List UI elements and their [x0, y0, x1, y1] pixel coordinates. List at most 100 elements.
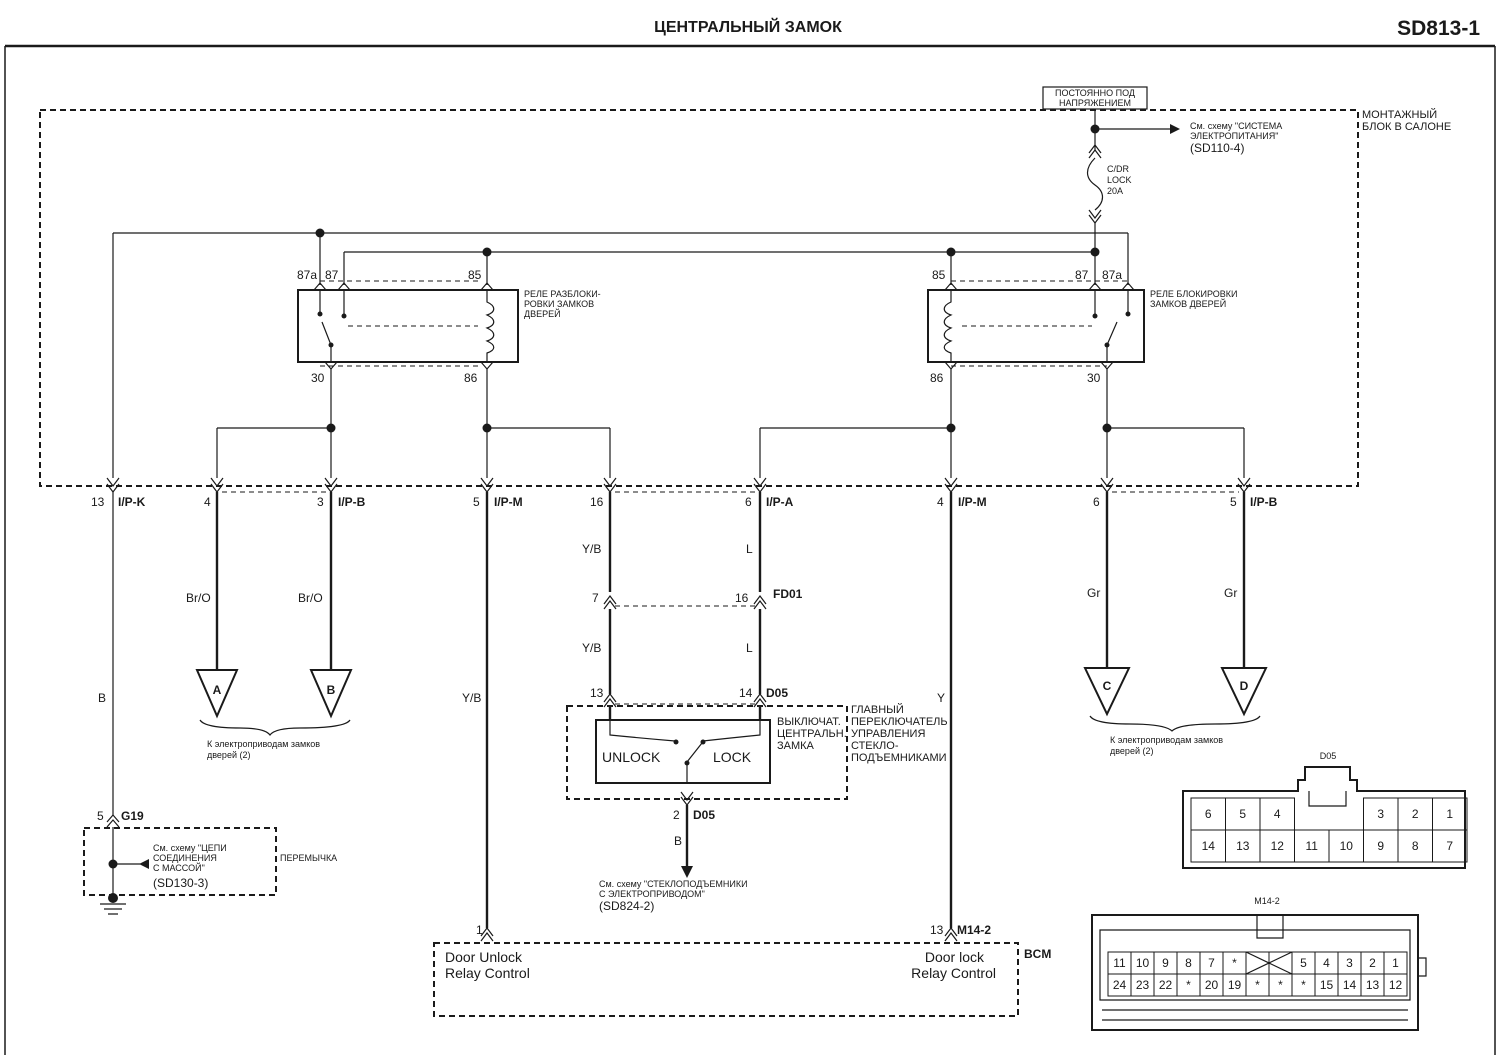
d05-face-pin-label: 2 — [1412, 807, 1419, 821]
m14-face-pin-label: 11 — [1113, 956, 1126, 970]
switch-lock-label: LOCK — [713, 749, 752, 765]
wire-color-c: Gr — [1087, 586, 1100, 600]
connector-pin-6-ipa: 6 — [745, 495, 752, 509]
d05-name-top: D05 — [766, 686, 788, 700]
m14-face-pin-label: 8 — [1185, 956, 1192, 970]
switch-title: ВЫКЛЮЧАТ.ЦЕНТРАЛЬН.ЗАМКА — [777, 716, 847, 752]
wire-color-ground-b: B — [98, 691, 106, 705]
jumper-outline — [83, 827, 277, 896]
d05-face-latch — [1308, 791, 1347, 807]
m14-face-pin-label: 22 — [1159, 978, 1173, 992]
m14-face-blank-cross-icon — [1245, 951, 1293, 975]
actuator-d-label: D — [1240, 679, 1249, 693]
m14-face-pin-label: 24 — [1113, 978, 1127, 992]
lock-relay-pin-chevrons-icon — [944, 282, 1135, 370]
bcm-pin-13: 13 — [930, 923, 944, 937]
bcm-pin-1: 1 — [476, 923, 483, 937]
wire-color-l-upper: L — [746, 542, 753, 556]
actuator-a-icon — [195, 669, 239, 719]
actuator-d-icon — [1220, 667, 1268, 717]
d05-face-pin-label: 5 — [1239, 807, 1246, 821]
d05-face-pin-label: 8 — [1412, 839, 1419, 853]
m14-face-pin-label: 5 — [1300, 956, 1307, 970]
d05-face-pin-label: 1 — [1446, 807, 1453, 821]
junction-box-outline — [39, 109, 1359, 487]
unlock-relay-contact-dot-c — [328, 342, 334, 348]
fd01-chevrons-icon — [603, 595, 767, 610]
wire-color-a: Br/O — [186, 591, 211, 605]
actuator-b-icon — [309, 669, 353, 719]
d05-face-pin-label: 11 — [1306, 839, 1319, 853]
m14-face-pin-label: 1 — [1392, 956, 1399, 970]
ground-ref-arrow-icon — [139, 859, 149, 869]
connector-name-ipm-left: I/P-M — [494, 495, 523, 509]
m14-face-pin-label: 9 — [1162, 956, 1169, 970]
d05-face-pin-label: 3 — [1377, 807, 1384, 821]
fuse-symbol-icon — [1086, 157, 1104, 211]
door-lock-switch-box — [595, 719, 771, 784]
d05-face-cell — [1432, 829, 1468, 863]
jumper-label: ПЕРЕМЫЧКА — [280, 853, 337, 863]
unlock-relay-pin-30: 30 — [311, 371, 325, 385]
m14-face-pin-label: 10 — [1136, 956, 1150, 970]
m14-face-pin-label: * — [1255, 978, 1260, 992]
unlock-relay-coil-icon — [485, 290, 495, 362]
lock-relay-contact-dot-b — [1125, 311, 1131, 317]
lock-relay-internals-icon — [951, 280, 1128, 367]
actuator-a-label: A — [213, 683, 222, 697]
d05-face-pin-label: 9 — [1377, 839, 1384, 853]
m14-face-latch — [1256, 915, 1427, 977]
m14-face-pin-label: 7 — [1208, 956, 1215, 970]
connector-pin-3-ipb: 3 — [317, 495, 324, 509]
connector-name-ipa: I/P-A — [766, 495, 794, 509]
d05-pin-2: 2 — [673, 808, 680, 822]
wire-color-window-ref: B — [674, 834, 682, 848]
d05-pin-13: 13 — [590, 686, 604, 700]
connector-pin-16-ipa: 16 — [590, 495, 604, 509]
connector-pin-4-ipb: 4 — [204, 495, 211, 509]
unlock-relay-box — [297, 289, 519, 363]
m14-face-cell — [1268, 951, 1293, 975]
m14-face-pin-label: 2 — [1369, 956, 1376, 970]
lock-relay-pin-85: 85 — [932, 268, 946, 282]
actuator-c-label: C — [1103, 679, 1112, 693]
unlock-relay-pin-86: 86 — [464, 371, 478, 385]
lock-relay-coil-icon — [943, 290, 953, 362]
wire-color-yb-lower: Y/B — [582, 641, 601, 655]
m14-face-pin-label: 14 — [1343, 978, 1357, 992]
unlock-relay-pin-chevrons-icon — [313, 282, 494, 370]
bcm-name: BCM — [1024, 947, 1051, 961]
switch-pivot-dot — [684, 760, 690, 766]
d05-name-bottom: D05 — [693, 808, 715, 822]
m14-face-pin-label: 12 — [1389, 978, 1403, 992]
wire-color-yb-upper: Y/B — [582, 542, 601, 556]
unlock-relay-contact-icon — [319, 290, 345, 362]
m14-face-cell — [1245, 951, 1270, 975]
unlock-relay-internals-icon — [320, 280, 480, 367]
unlock-relay-pin-85: 85 — [468, 268, 482, 282]
bcm-connector-chevrons-icon — [480, 927, 958, 942]
m14-face-pin-label: 13 — [1366, 978, 1380, 992]
jb-connector-chevrons-icon — [106, 477, 1251, 493]
lock-relay-contact-dot-a — [1092, 313, 1098, 319]
unlock-relay-pin-87: 87 — [325, 268, 339, 282]
m14-face-pin-label: 23 — [1136, 978, 1150, 992]
d05-face-title: D05 — [1320, 751, 1337, 761]
lock-relay-pin-30: 30 — [1087, 371, 1101, 385]
unlock-relay-pin-87a: 87a — [297, 268, 317, 282]
d05-face-pin-label: 7 — [1446, 839, 1453, 853]
connector-name-ipm-right: I/P-M — [958, 495, 987, 509]
m14-face-inner — [1099, 929, 1411, 1021]
connector-name-ipb-left: I/P-B — [338, 495, 366, 509]
d05-face-pin-label: 6 — [1205, 807, 1212, 821]
